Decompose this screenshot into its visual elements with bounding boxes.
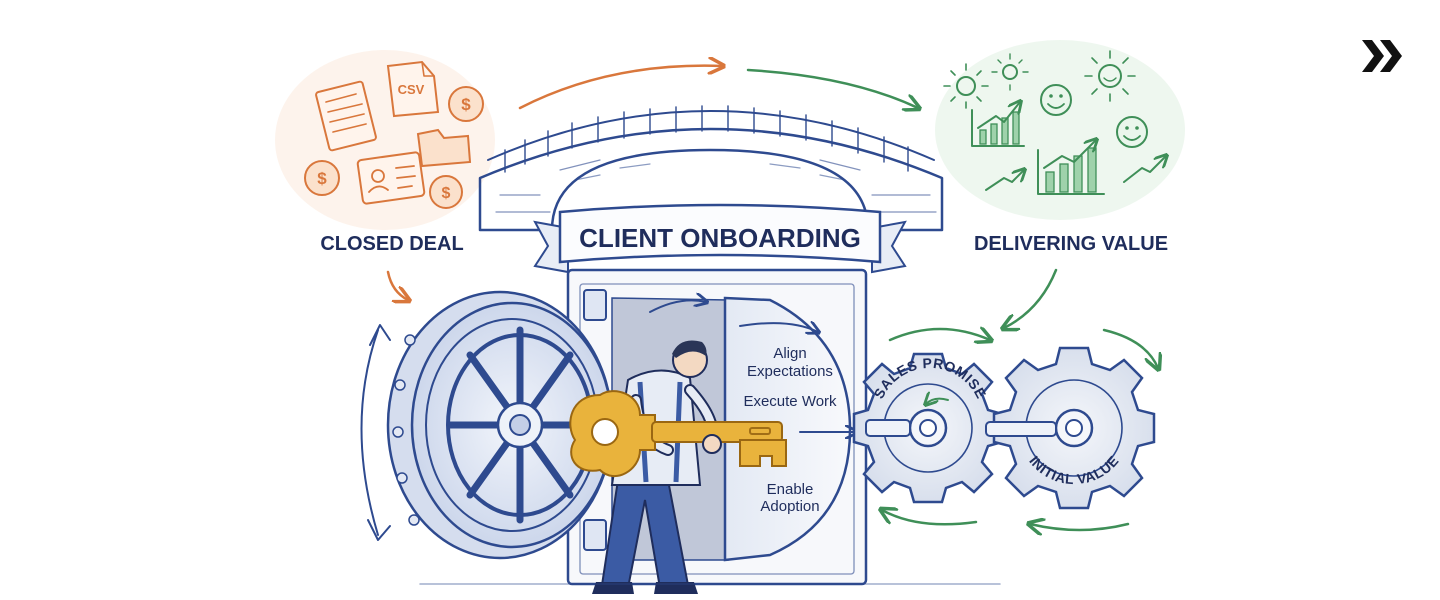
next-button[interactable] bbox=[1360, 36, 1404, 76]
csv-label: CSV bbox=[398, 82, 425, 97]
coin-symbol-3: $ bbox=[442, 185, 451, 202]
step-enable-line2: Adoption bbox=[760, 498, 819, 515]
banner-title: CLIENT ONBOARDING bbox=[579, 223, 861, 253]
key-icon bbox=[569, 390, 787, 477]
vault-rotation-arrowhead-top bbox=[369, 324, 391, 346]
gear-inner-arrow bbox=[926, 399, 949, 404]
top-left-arrow bbox=[518, 66, 722, 110]
closed-deal-label: CLOSED DEAL bbox=[320, 233, 463, 255]
smiley-icon bbox=[1040, 84, 1148, 148]
delivering-value-arrow bbox=[1004, 268, 1058, 328]
gear-cycle-arrow-right bbox=[1102, 328, 1158, 368]
delivering-value-label: DELIVERING VALUE bbox=[974, 233, 1168, 255]
top-right-arrow bbox=[746, 68, 918, 108]
delivering-value-wash bbox=[935, 40, 1185, 220]
folder-icon bbox=[416, 128, 472, 168]
coin-symbol-2: $ bbox=[317, 169, 327, 188]
gear-cycle-arrow-left bbox=[882, 510, 978, 526]
closed-deal-arrow bbox=[386, 270, 408, 300]
gear-icon bbox=[852, 346, 1156, 510]
step-align-line1: Align bbox=[773, 345, 806, 362]
sun-icon bbox=[943, 50, 1136, 109]
delivering-value-icons bbox=[943, 50, 1166, 195]
bridge bbox=[478, 105, 944, 232]
client-onboarding-banner: CLIENT ONBOARDING bbox=[533, 203, 907, 274]
gear-cycle-arrow-bottom bbox=[1030, 524, 1130, 530]
opening-arrow bbox=[649, 300, 706, 313]
step-align-line2: Expectations bbox=[747, 363, 833, 380]
double-chevron-right-icon bbox=[1362, 40, 1402, 72]
growth-chart-icon bbox=[971, 102, 1166, 195]
step-enable-line1: Enable bbox=[767, 481, 814, 498]
csv-file-icon: CSV bbox=[386, 60, 440, 118]
gear-cycle-arrow-top bbox=[888, 329, 990, 340]
coin-symbol-1: $ bbox=[461, 95, 471, 114]
inner-door-arrow bbox=[739, 323, 818, 332]
step-execute: Execute Work bbox=[743, 393, 837, 410]
vault-rotation-arrowhead-bottom bbox=[367, 519, 391, 541]
dollar-coin-icon: $ $ $ bbox=[304, 86, 484, 209]
id-card-icon bbox=[356, 151, 426, 205]
closed-deal-icons: CSV $ $ $ bbox=[304, 60, 484, 209]
documents-icon bbox=[315, 80, 377, 152]
vault-rotation-arrow bbox=[360, 329, 379, 536]
